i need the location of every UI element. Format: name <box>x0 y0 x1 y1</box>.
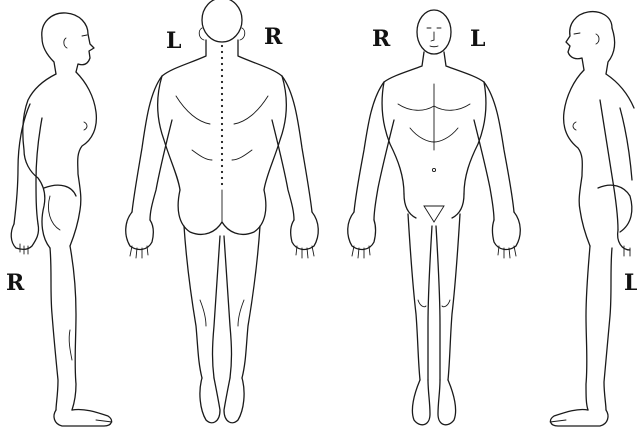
spine-dot <box>221 117 223 119</box>
spine-dots <box>221 45 223 185</box>
spine-dot <box>221 51 223 53</box>
front-view-figure <box>348 10 521 425</box>
front-view-label-right: R <box>372 26 391 52</box>
back-view-label-right: R <box>264 24 283 50</box>
spine-dot <box>221 69 223 71</box>
spine-dot <box>221 141 223 143</box>
side-view-right-figure <box>11 13 112 426</box>
side-view-right-label: R <box>6 270 25 296</box>
spine-dot <box>221 177 223 179</box>
spine-dot <box>221 147 223 149</box>
spine-dot <box>221 87 223 89</box>
side-view-left-label: L <box>624 270 637 296</box>
spine-dot <box>221 75 223 77</box>
spine-dot <box>221 45 223 47</box>
spine-dot <box>221 81 223 83</box>
spine-dot <box>221 183 223 185</box>
spine-dot <box>221 135 223 137</box>
spine-dot <box>221 93 223 95</box>
spine-dot <box>221 153 223 155</box>
front-view-label-left: L <box>470 26 485 52</box>
spine-dot <box>221 129 223 131</box>
spine-dot <box>221 165 223 167</box>
spine-dot <box>221 63 223 65</box>
spine-dot <box>221 105 223 107</box>
spine-dot <box>221 123 223 125</box>
spine-dot <box>221 111 223 113</box>
spine-dot <box>221 57 223 59</box>
back-view-label-left: L <box>166 28 181 54</box>
spine-dot <box>221 171 223 173</box>
spine-dot <box>221 159 223 161</box>
side-view-left-figure <box>550 12 634 426</box>
spine-dot <box>221 99 223 101</box>
